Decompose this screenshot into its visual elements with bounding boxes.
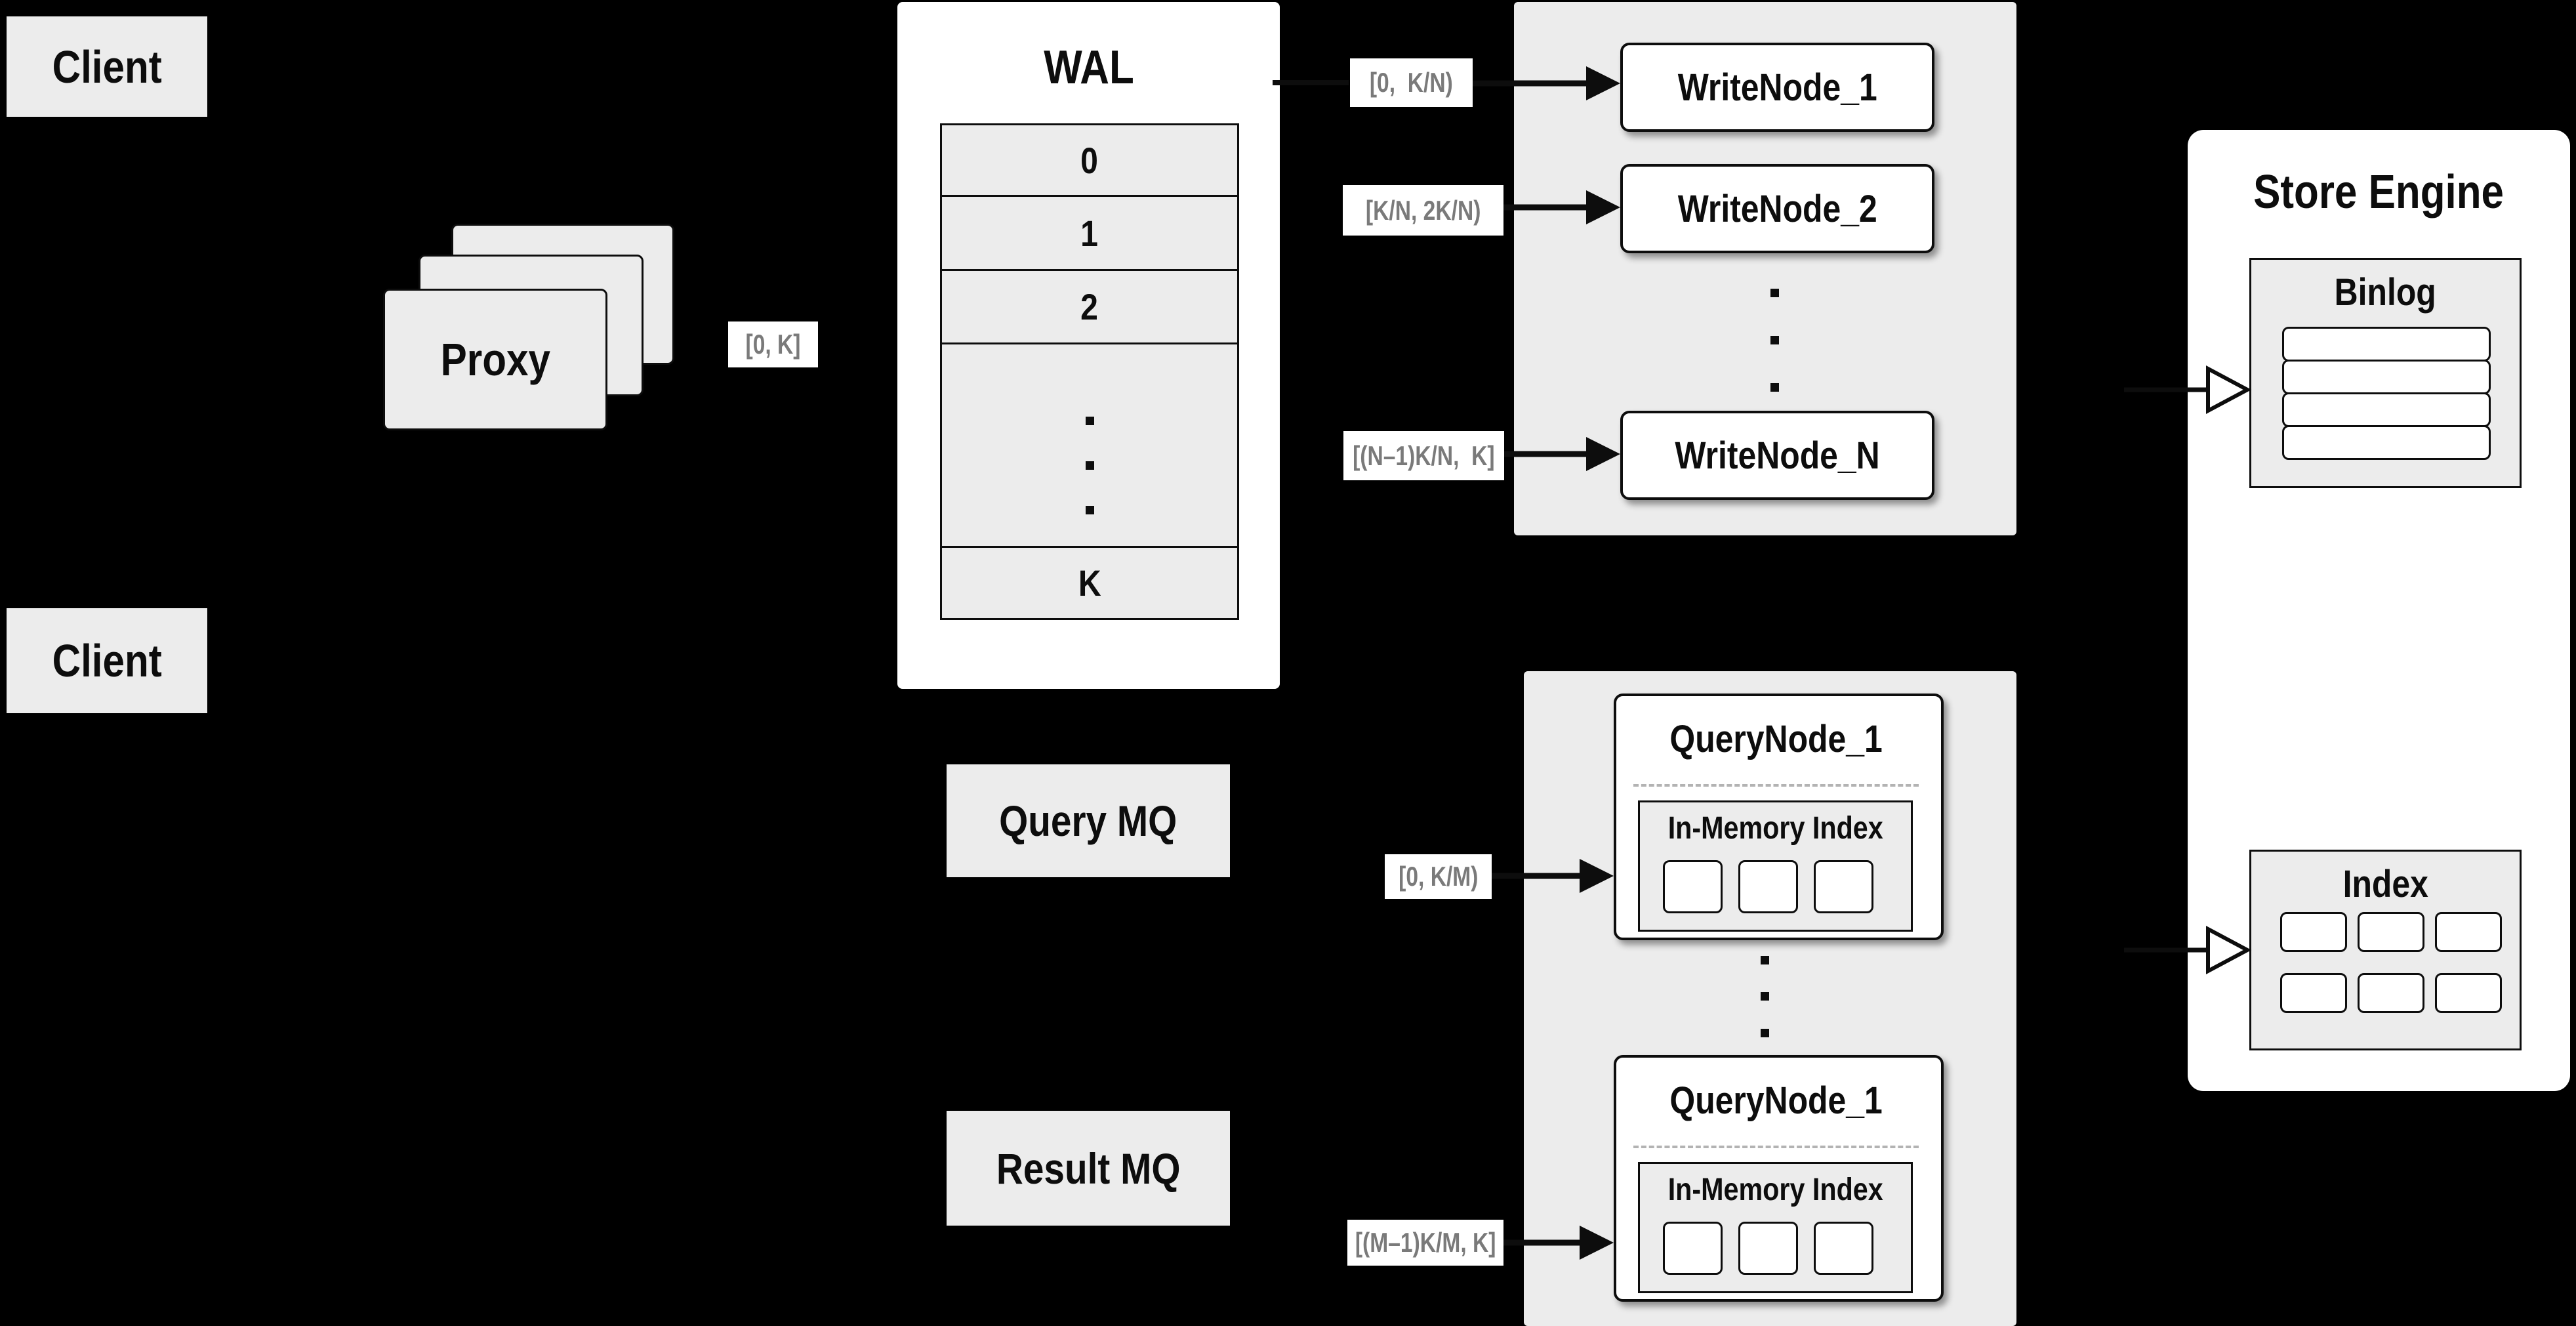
index-cell <box>2358 912 2424 952</box>
wal-segment-row: 1 <box>940 195 1239 271</box>
binlog-row <box>2282 360 2491 394</box>
writenode-2-range-label: [K/N, 2K/N) <box>1343 185 1503 236</box>
querynode-m-box: QueryNode_1 In-Memory Index <box>1614 1055 1944 1302</box>
binlog-row <box>2282 327 2491 362</box>
store-engine-title: Store Engine <box>2253 166 2504 218</box>
wal-ellipsis-row <box>940 342 1239 548</box>
in-memory-index-box: In-Memory Index <box>1638 800 1913 932</box>
ellipsis-dot <box>1770 289 1779 297</box>
segment-cell <box>1814 860 1873 913</box>
segment-cell <box>1663 1222 1723 1275</box>
segment-cell <box>1814 1222 1873 1275</box>
querynode-m-title: QueryNode_1 <box>1669 1079 1883 1122</box>
ellipsis-dot <box>1761 956 1769 964</box>
wal-segment-row: 0 <box>940 123 1239 197</box>
client-top-box: Client <box>7 16 207 117</box>
client-bottom-label: Client <box>52 635 162 686</box>
ellipsis-dot <box>1761 1029 1769 1037</box>
binlog-box: Binlog <box>2249 258 2522 488</box>
index-cell <box>2435 973 2502 1013</box>
querynode-1-box: QueryNode_1 In-Memory Index <box>1614 694 1944 940</box>
index-cell <box>2280 912 2347 952</box>
ellipsis-dot <box>1770 383 1779 392</box>
segment-cell <box>1663 860 1723 913</box>
query-mq-box: Query MQ <box>947 764 1230 877</box>
querynode-1-title: QueryNode_1 <box>1669 717 1883 760</box>
ellipsis-dot <box>1770 336 1779 344</box>
ellipsis-dot <box>1761 992 1769 1001</box>
wal-segment-table: 0 1 2 K <box>940 123 1239 628</box>
proxy-label: Proxy <box>440 334 550 385</box>
index-box: Index <box>2249 850 2522 1050</box>
segment-cell <box>1738 1222 1798 1275</box>
writenode-n-range-label: [(N–1)K/N, K] <box>1343 431 1504 480</box>
binlog-title: Binlog <box>2334 270 2437 314</box>
index-cell <box>2358 973 2424 1013</box>
store-engine-box: Store Engine Binlog Index <box>2188 130 2570 1091</box>
binlog-row <box>2282 425 2491 460</box>
client-bottom-box: Client <box>7 608 207 713</box>
writenode-1-range-label: [0, K/N) <box>1350 58 1473 107</box>
dashed-divider <box>1633 1146 1919 1148</box>
ellipsis-dot <box>1086 461 1094 470</box>
querynode-1-range-label: [0, K/M) <box>1385 854 1492 899</box>
index-title: Index <box>2342 862 2428 905</box>
querynode-m-range-label: [(M–1)K/M, K] <box>1347 1220 1503 1266</box>
wal-title: WAL <box>1043 41 1134 94</box>
wal-segment-row: 2 <box>940 269 1239 344</box>
wal-segment-row-last: K <box>940 546 1239 620</box>
writenode-n-box: WriteNode_N <box>1620 411 1934 500</box>
in-memory-index-title: In-Memory Index <box>1667 1172 1883 1207</box>
ellipsis-dot <box>1086 506 1094 514</box>
index-cell <box>2280 973 2347 1013</box>
proxy-card-front: Proxy <box>383 289 607 430</box>
in-memory-index-box: In-Memory Index <box>1638 1162 1913 1293</box>
index-cell <box>2435 912 2502 952</box>
client-top-label: Client <box>52 41 162 93</box>
result-mq-box: Result MQ <box>947 1111 1230 1226</box>
proxy-range-label: [0, K] <box>728 321 818 367</box>
writenode-2-box: WriteNode_2 <box>1620 164 1934 253</box>
segment-cell <box>1738 860 1798 913</box>
wal-box: WAL 0 1 2 K <box>897 2 1280 689</box>
dashed-divider <box>1633 784 1919 787</box>
binlog-row <box>2282 392 2491 427</box>
writenode-1-box: WriteNode_1 <box>1620 43 1934 132</box>
ellipsis-dot <box>1086 417 1094 425</box>
in-memory-index-title: In-Memory Index <box>1667 810 1883 846</box>
